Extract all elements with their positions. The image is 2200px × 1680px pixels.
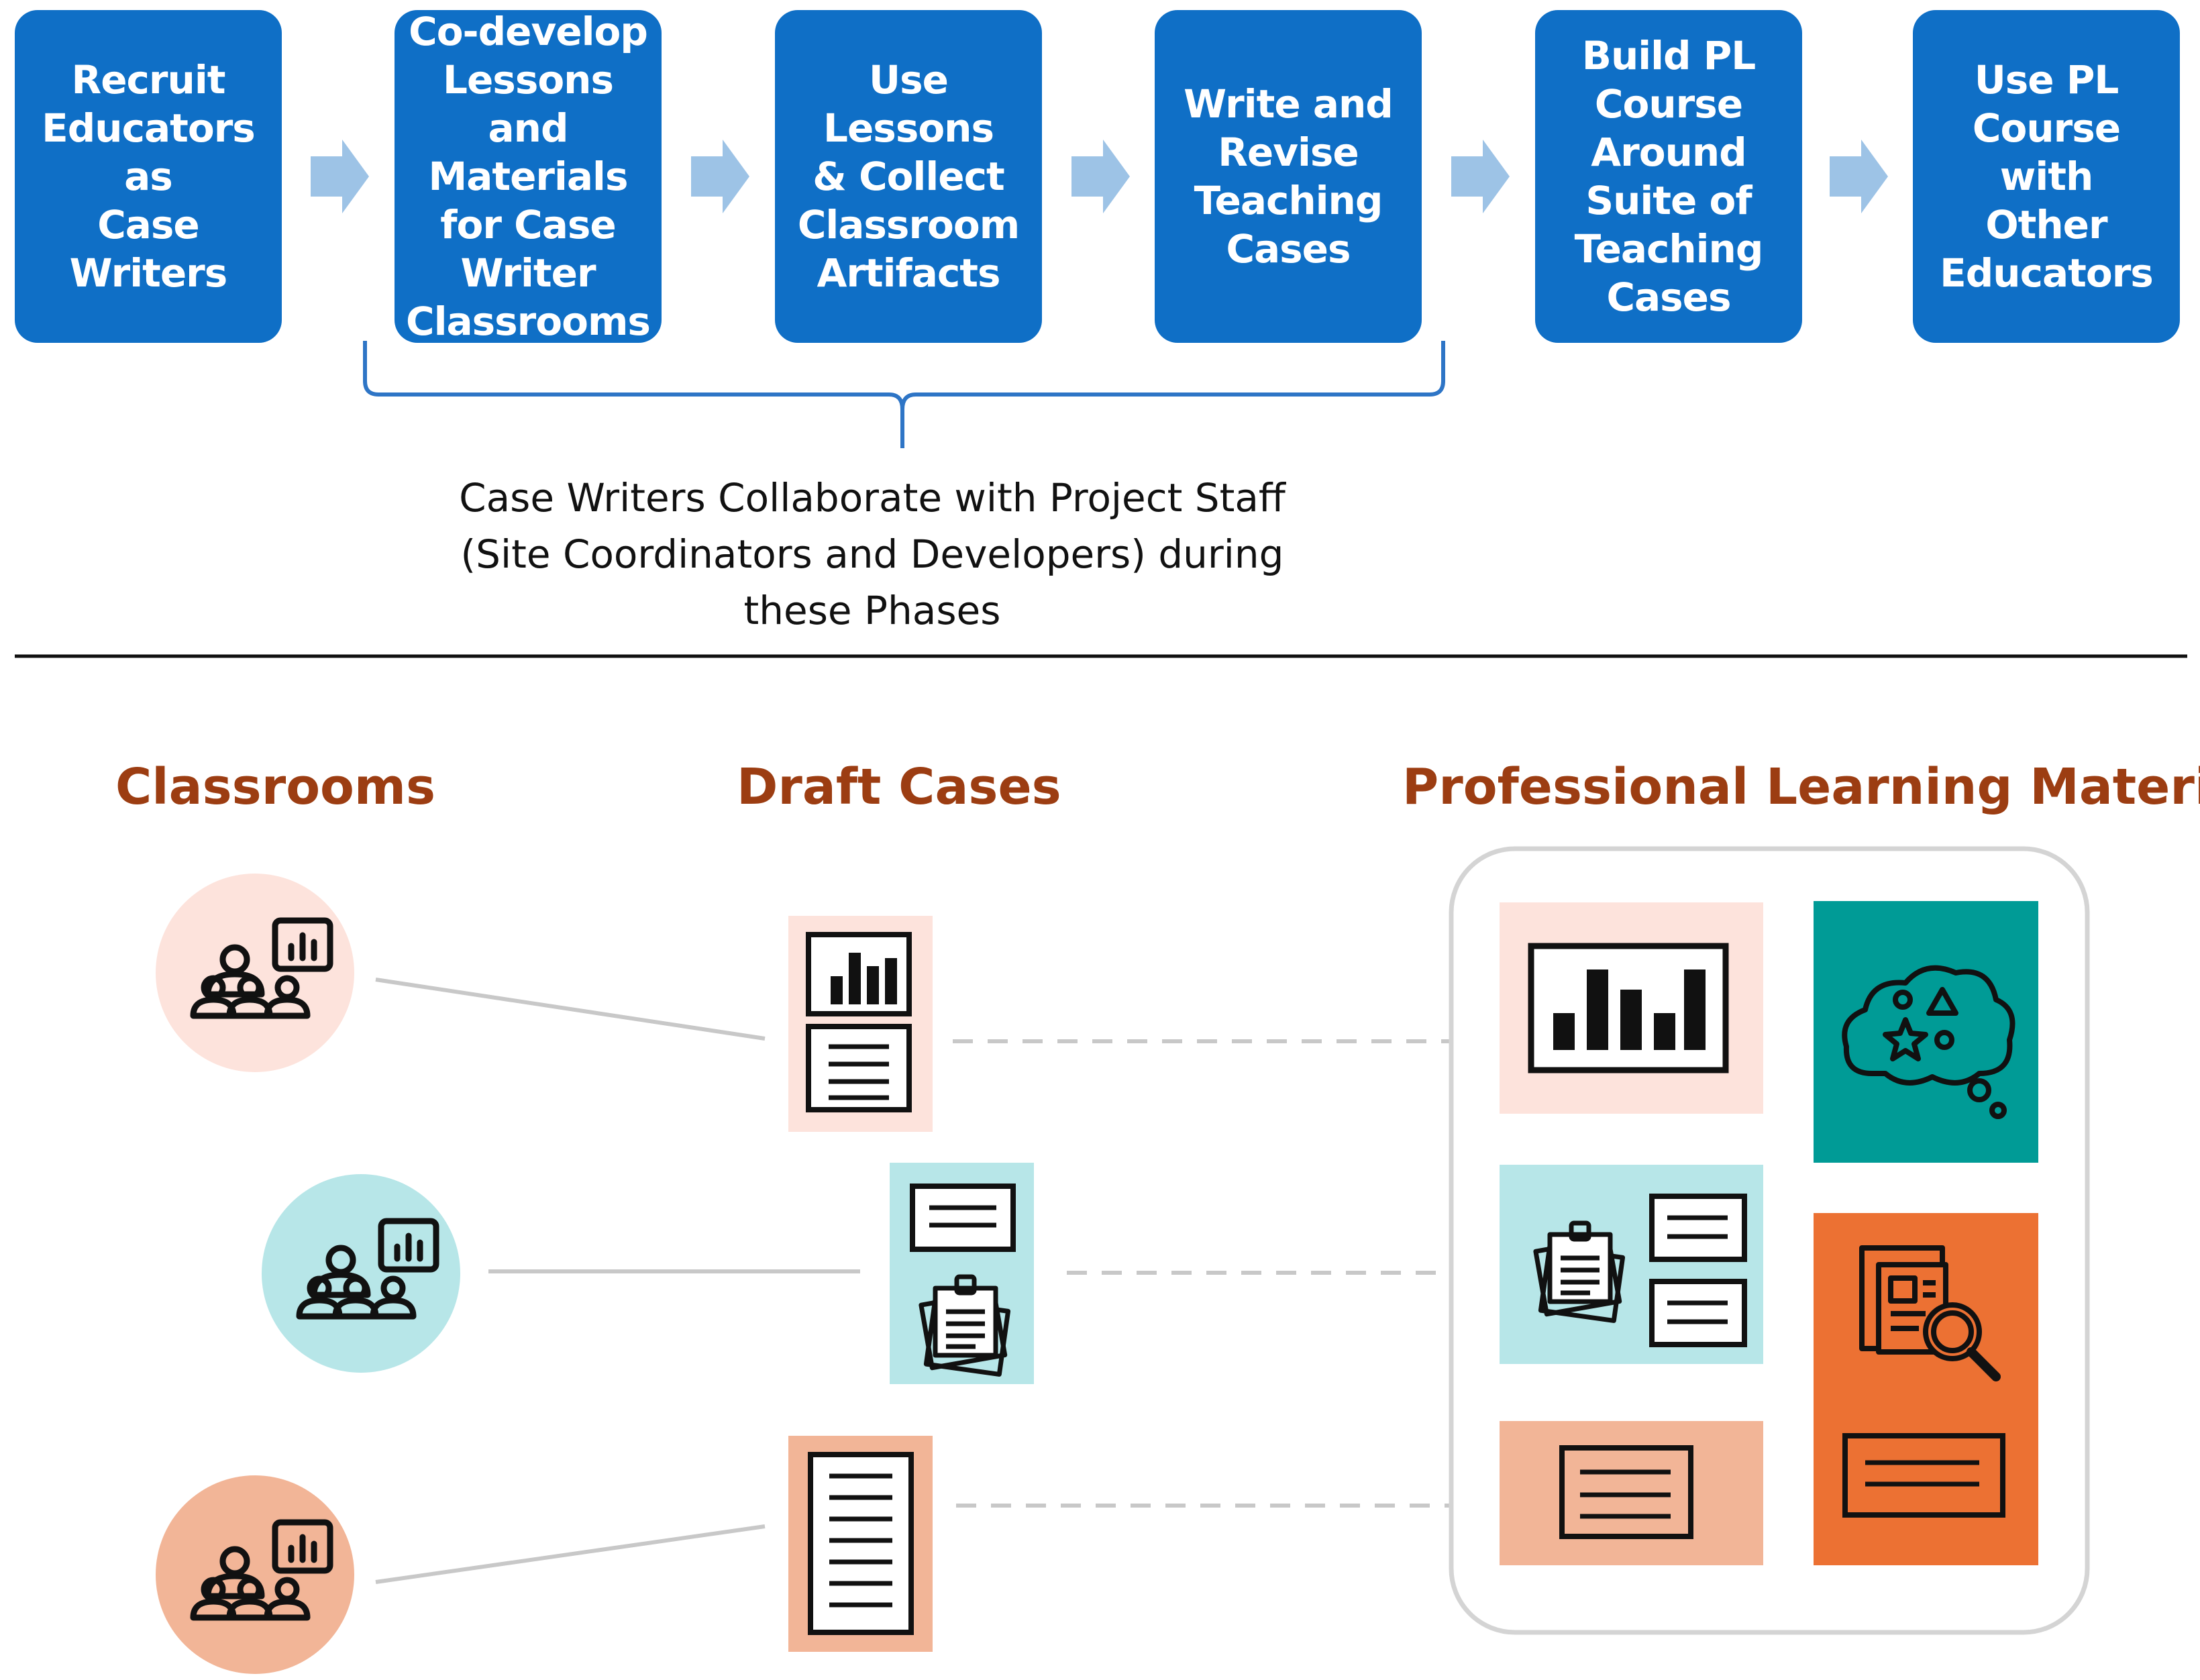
step-label: Use PL Course with Other Educators (1940, 57, 2154, 296)
pl-tile-notes (1500, 1165, 1763, 1364)
arrow-icon (311, 140, 369, 213)
classroom-3 (156, 1475, 354, 1674)
draft-case-3 (788, 1436, 933, 1652)
connector-lines (375, 978, 1481, 1584)
arrow-icon (1071, 140, 1130, 213)
document-lines-icon (1842, 1433, 2005, 1518)
classroom-1 (156, 874, 354, 1072)
heading-classrooms: Classrooms (115, 758, 436, 816)
step-write-revise: Write and Revise Teaching Cases (1155, 10, 1422, 343)
thought-cloud-shapes-icon (1842, 965, 2015, 1119)
heading-draft-cases: Draft Cases (737, 758, 1061, 816)
heading-pl-materials: Professional Learning Materials (1402, 758, 2200, 816)
phase-brace (363, 341, 1445, 448)
step-co-develop: Co-develop Lessons and Materials for Cas… (395, 9, 662, 344)
draft-case-1 (788, 916, 933, 1132)
step-label: Recruit Educators as Case Writers (42, 57, 256, 296)
document-lines-icon (910, 1184, 1016, 1252)
step-label: Write and Revise Teaching Cases (1184, 81, 1394, 272)
brace-caption: Case Writers Collaborate with Project St… (459, 475, 1286, 633)
arrow-icon (691, 140, 749, 213)
pl-tile-document (1500, 1421, 1763, 1565)
document-lines-icon (806, 1024, 912, 1112)
bar-chart-icon (806, 932, 912, 1016)
step-label: Use Lessons & Collect Classroom Artifact… (797, 57, 1020, 296)
bar-chart-icon (1528, 943, 1729, 1073)
process-connectors (15, 140, 2187, 658)
document-lines-icon (1649, 1194, 1747, 1347)
document-lines-icon (1559, 1445, 1693, 1539)
pl-tile-chart (1500, 902, 1763, 1114)
step-label: Co-develop Lessons and Materials for Cas… (406, 9, 651, 344)
step-use-course: Use PL Course with Other Educators (1913, 10, 2180, 343)
arrow-icon (1830, 140, 1888, 213)
pl-tile-thinking (1814, 901, 2038, 1163)
draft-case-2 (890, 1163, 1034, 1384)
document-magnifier-icon (1859, 1245, 2001, 1381)
step-recruit: Recruit Educators as Case Writers (15, 10, 282, 343)
materials-graphic (156, 846, 2090, 1674)
classroom-2 (262, 1174, 460, 1373)
arrow-icon (1451, 140, 1510, 213)
document-lines-icon (808, 1452, 914, 1635)
step-use-lessons: Use Lessons & Collect Classroom Artifact… (775, 10, 1042, 343)
step-build-course: Build PL Course Around Suite of Teaching… (1535, 10, 1802, 343)
step-label: Build PL Course Around Suite of Teaching… (1574, 33, 1764, 320)
pl-tile-research (1814, 1213, 2038, 1565)
